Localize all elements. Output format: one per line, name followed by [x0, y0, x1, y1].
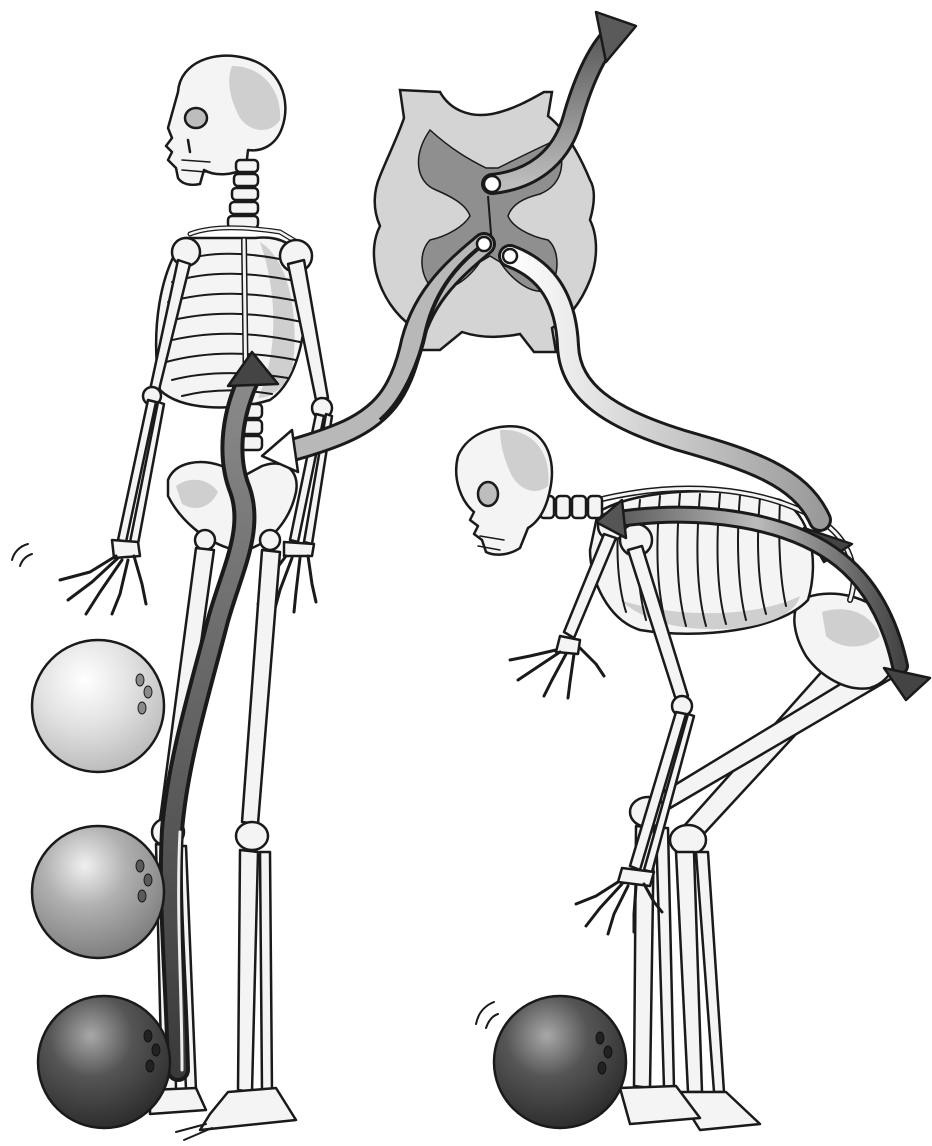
standing-skull: [166, 56, 285, 185]
bending-neck-vertebrae: [540, 496, 602, 518]
standing-skeleton: [60, 56, 332, 1140]
bending-skull: [456, 426, 552, 554]
standing-left-hand: [60, 556, 146, 614]
bending-legs: [620, 640, 892, 1130]
bowling-ball-bending: [494, 996, 626, 1128]
synapse-node-middle: [477, 237, 491, 251]
bowling-ball-light: [32, 640, 164, 772]
bending-hand-left: [510, 648, 604, 698]
bowling-ball-mid: [32, 826, 164, 958]
bowling-ball-dark: [38, 996, 170, 1128]
synapse-node-right: [503, 249, 517, 263]
motion-lines-bending-ball: [476, 1002, 498, 1028]
synapse-node-upper: [484, 176, 500, 192]
motion-lines-standing-hand: [12, 544, 32, 566]
